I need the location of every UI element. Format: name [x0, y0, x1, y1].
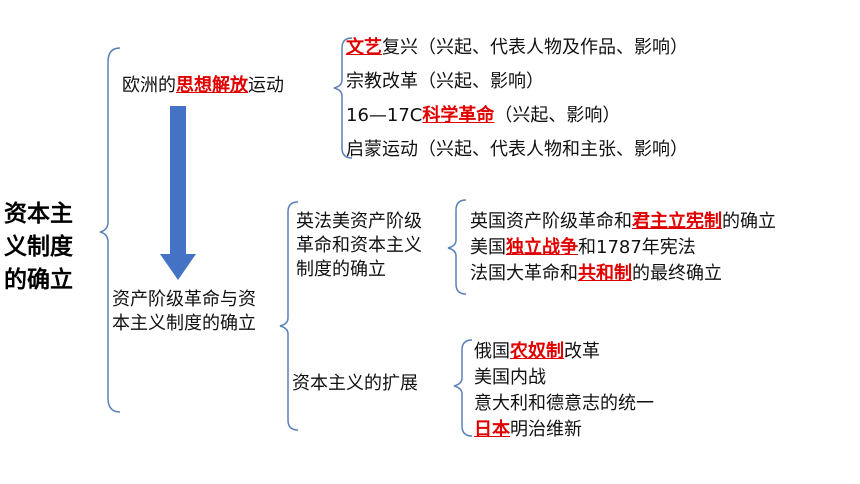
list-item: 美国独立战争和1787年宪法 — [470, 237, 696, 258]
branch1-bracket — [333, 37, 353, 159]
sub2-bracket — [453, 339, 473, 437]
list-item: 法国大革命和共和制的最终确立 — [470, 263, 722, 284]
root-title-line: 的确立 — [4, 267, 73, 293]
list-item: 启蒙运动（兴起、代表人物和主张、影响） — [346, 139, 688, 160]
list-item: 俄国农奴制改革 — [474, 341, 600, 362]
sub1-bracket — [447, 199, 467, 295]
branch1-highlight: 思想解放 — [176, 75, 248, 96]
branch1-label: 欧洲的思想解放运动 — [122, 75, 284, 96]
root-title-line: 义制度 — [4, 234, 73, 260]
down-arrow-icon — [160, 106, 196, 280]
list-item: 16—17C科学革命（兴起、影响） — [346, 105, 621, 126]
list-item: 宗教改革（兴起、影响） — [346, 71, 544, 92]
branch2-bracket — [279, 201, 299, 431]
list-item: 美国内战 — [474, 367, 546, 388]
main-bracket — [99, 47, 121, 413]
sub1-label: 英法美资产阶级 革命和资本主义 制度的确立 — [296, 211, 422, 280]
list-item: 英国资产阶级革命和君主立宪制的确立 — [470, 211, 776, 232]
list-item: 日本明治维新 — [474, 419, 582, 440]
root-title-line: 资本主 — [4, 201, 73, 227]
sub2-label: 资本主义的扩展 — [292, 373, 418, 394]
list-item: 意大利和德意志的统一 — [474, 393, 654, 414]
root-title: 资本主 义制度 的确立 — [4, 198, 90, 297]
list-item: 文艺复兴（兴起、代表人物及作品、影响） — [346, 37, 688, 58]
branch2-label: 资产阶级革命与资 本主义制度的确立 — [112, 289, 256, 334]
